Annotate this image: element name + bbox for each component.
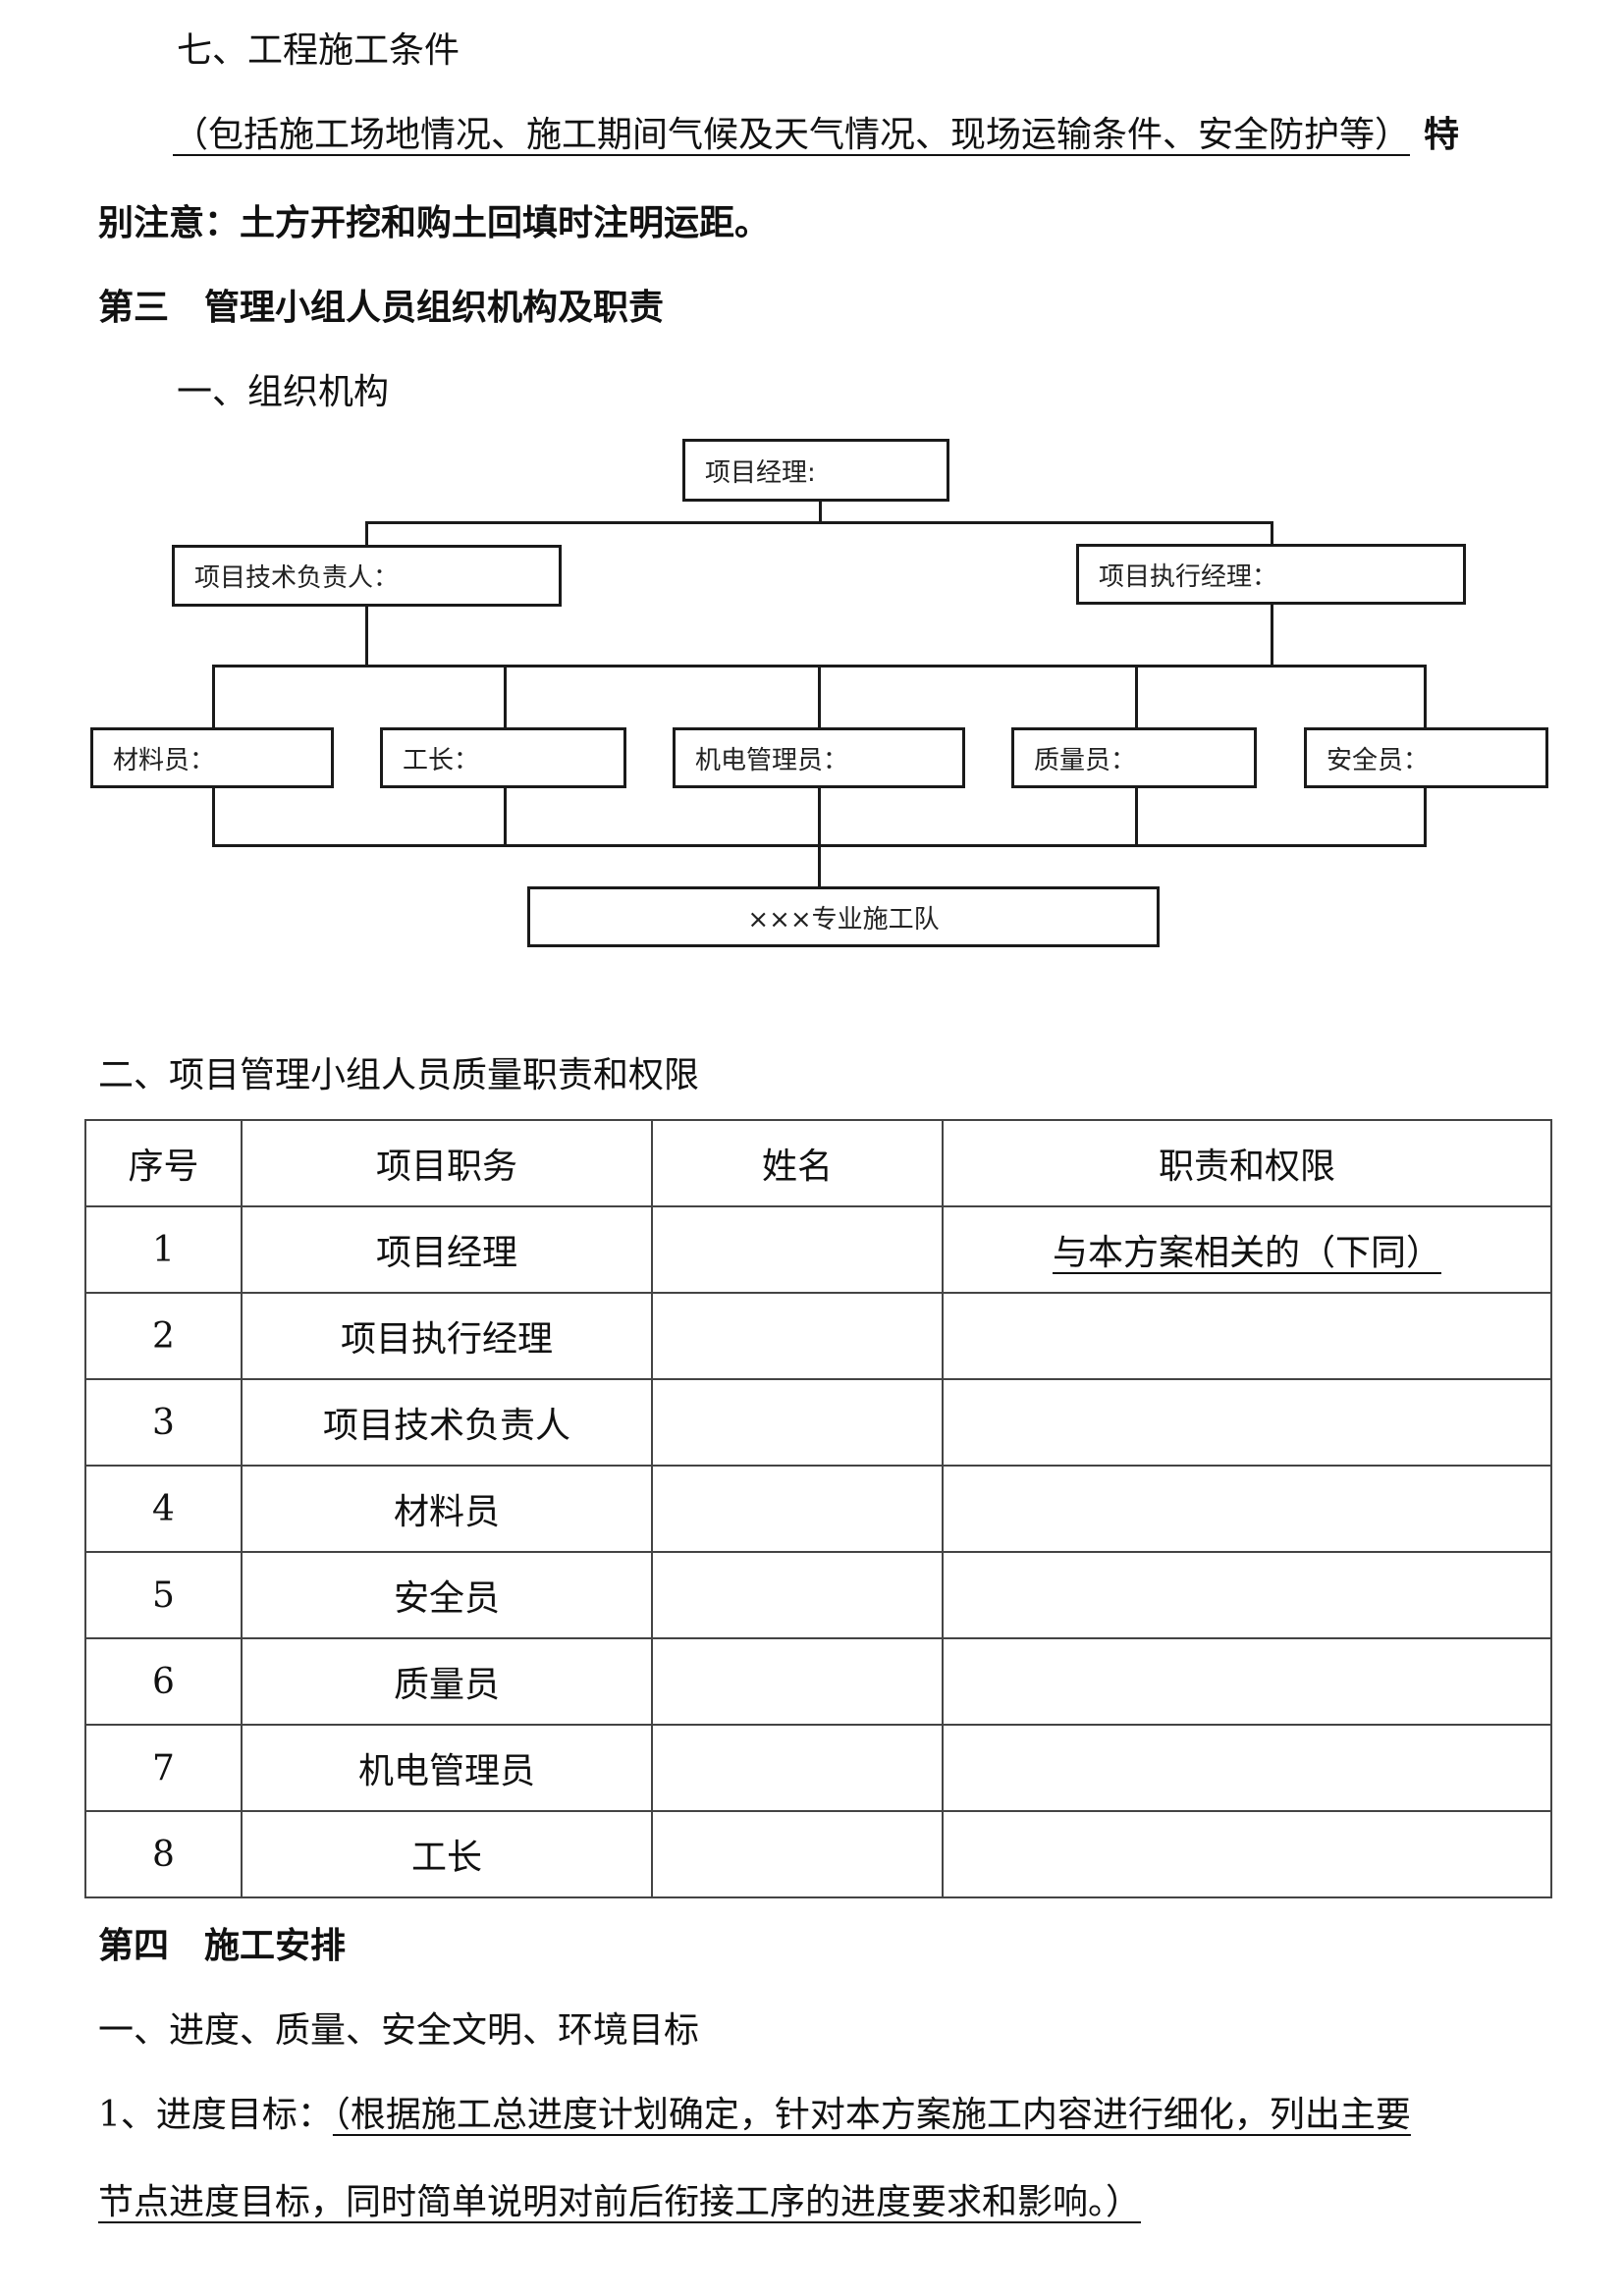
cell-duty[interactable] [942, 1292, 1552, 1380]
org-connector [365, 607, 368, 666]
org-connector [504, 788, 507, 847]
cell-duty[interactable] [942, 1810, 1552, 1898]
cell-duty[interactable] [942, 1465, 1552, 1553]
org-connector [212, 788, 215, 847]
cell-name[interactable] [651, 1465, 944, 1553]
org-executive-manager: 项目执行经理： [1076, 544, 1466, 605]
org-connector [1135, 788, 1138, 847]
section7-note-underlined: （包括施工场地情况、施工期间气候及天气情况、现场运输条件、安全防护等） [173, 115, 1411, 155]
header-post: 项目职务 [241, 1119, 653, 1207]
cell-index: 8 [84, 1810, 243, 1898]
cell-post: 项目技术负责人 [241, 1378, 653, 1467]
section7-note-line1: （包括施工场地情况、施工期间气候及天气情况、现场运输条件、安全防护等） 特 [173, 114, 1459, 157]
org-role-foreman: 工长： [380, 727, 626, 788]
cell-index: 2 [84, 1292, 243, 1380]
cell-index: 4 [84, 1465, 243, 1553]
cell-post: 项目经理 [241, 1205, 653, 1294]
table-row: 3 项目技术负责人 [84, 1378, 1552, 1467]
org-connector [819, 502, 822, 523]
cell-index: 1 [84, 1205, 243, 1294]
table-row: 1 项目经理 与本方案相关的（下同） [84, 1205, 1552, 1294]
org-connector [365, 521, 1272, 524]
cell-index: 7 [84, 1724, 243, 1812]
org-connector [1135, 665, 1138, 727]
cell-duty[interactable] [942, 1637, 1552, 1726]
org-project-manager: 项目经理: [682, 439, 949, 502]
section7-heading: 七、工程施工条件 [177, 30, 460, 71]
cell-name[interactable] [651, 1205, 944, 1294]
progress-goal-label: 1、进度目标： [98, 2095, 333, 2135]
cell-name[interactable] [651, 1378, 944, 1467]
org-connector [818, 788, 821, 886]
section4-heading: 第四 施工安排 [98, 1926, 347, 1966]
section7-note-bold-part2: 别注意：土方开挖和购土回填时注明运距。 [98, 203, 771, 243]
cell-duty[interactable] [942, 1551, 1552, 1639]
cell-index: 6 [84, 1637, 243, 1726]
progress-goal-text-2: 节点进度目标，同时简单说明对前后衔接工序的进度要求和影响。） [98, 2182, 1142, 2222]
table-row: 8 工长 [84, 1810, 1552, 1898]
cell-post: 项目执行经理 [241, 1292, 653, 1380]
section7-note-bold-part1: 特 [1424, 115, 1460, 155]
progress-goal-text-1: （根据施工总进度计划确定，针对本方案施工内容进行细化，列出主要 [332, 2095, 1411, 2135]
org-role-electromechanical: 机电管理员： [673, 727, 965, 788]
section4-subheading: 一、进度、质量、安全文明、环境目标 [98, 2010, 700, 2051]
org-connector [818, 665, 821, 727]
org-connector [504, 665, 507, 727]
cell-duty[interactable]: 与本方案相关的（下同） [942, 1205, 1552, 1294]
cell-index: 5 [84, 1551, 243, 1639]
table-row: 6 质量员 [84, 1637, 1552, 1726]
cell-duty[interactable] [942, 1724, 1552, 1812]
header-name: 姓名 [651, 1119, 944, 1207]
cell-name[interactable] [651, 1292, 944, 1380]
header-duty: 职责和权限 [942, 1119, 1552, 1207]
org-connector [365, 521, 368, 545]
org-connector [1271, 605, 1273, 666]
cell-name[interactable] [651, 1724, 944, 1812]
cell-post: 机电管理员 [241, 1724, 653, 1812]
org-connector [212, 665, 215, 727]
table-header-row: 序号 项目职务 姓名 职责和权限 [84, 1119, 1552, 1207]
cell-duty[interactable] [942, 1378, 1552, 1467]
progress-goal-line1: 1、进度目标：（根据施工总进度计划确定，针对本方案施工内容进行细化，列出主要 [98, 2094, 1411, 2137]
cell-post: 材料员 [241, 1465, 653, 1553]
table-row: 5 安全员 [84, 1551, 1552, 1639]
org-role-safety: 安全员： [1304, 727, 1548, 788]
org-subheading: 一、组织机构 [177, 372, 390, 412]
cell-index: 3 [84, 1378, 243, 1467]
cell-post: 安全员 [241, 1551, 653, 1639]
org-role-materials: 材料员： [90, 727, 334, 788]
org-role-quality: 质量员： [1011, 727, 1257, 788]
org-connector [1424, 788, 1427, 847]
header-index: 序号 [84, 1119, 243, 1207]
cell-name[interactable] [651, 1637, 944, 1726]
table-row: 4 材料员 [84, 1465, 1552, 1553]
table-row: 7 机电管理员 [84, 1724, 1552, 1812]
cell-duty-text: 与本方案相关的（下同） [1052, 1233, 1441, 1273]
org-professional-team: ×××专业施工队 [527, 886, 1160, 947]
section3-heading: 第三 管理小组人员组织机构及职责 [98, 288, 665, 328]
cell-post: 工长 [241, 1810, 653, 1898]
org-connector [1424, 665, 1427, 727]
org-connector [212, 844, 1427, 847]
duty-table-heading: 二、项目管理小组人员质量职责和权限 [98, 1055, 700, 1095]
cell-name[interactable] [651, 1810, 944, 1898]
org-tech-lead: 项目技术负责人： [172, 545, 562, 607]
duty-table: 序号 项目职务 姓名 职责和权限 1 项目经理 与本方案相关的（下同） 2 项目… [84, 1119, 1552, 1898]
cell-name[interactable] [651, 1551, 944, 1639]
cell-post: 质量员 [241, 1637, 653, 1726]
table-row: 2 项目执行经理 [84, 1292, 1552, 1380]
org-connector [1271, 521, 1273, 544]
